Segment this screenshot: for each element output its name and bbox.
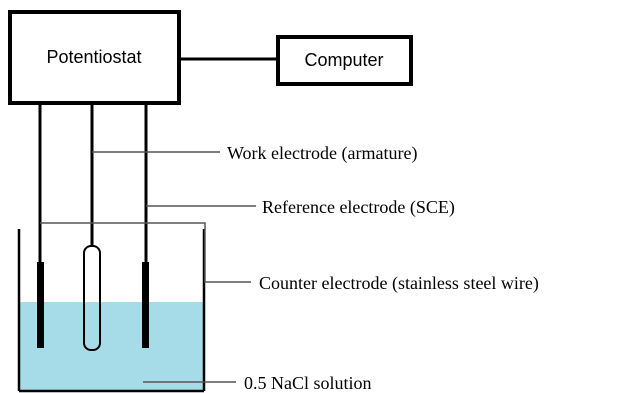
potentiostat-label: Potentiostat [46, 47, 141, 67]
counter-electrode-leader [40, 222, 251, 283]
computer-box: Computer [276, 35, 413, 86]
potentiostat-box: Potentiostat [8, 10, 181, 105]
beaker [17, 229, 206, 393]
reference-electrode [142, 262, 149, 348]
nacl-solution [19, 302, 204, 391]
computer-label: Computer [304, 50, 383, 70]
electrode-wires [38, 103, 148, 262]
counter-electrode-label: Counter electrode (stainless steel wire) [259, 273, 539, 294]
work-electrode-label: Work electrode (armature) [227, 143, 417, 164]
solution-label: 0.5 NaCl solution [244, 373, 372, 393]
work-electrode [83, 245, 101, 351]
reference-electrode-label: Reference electrode (SCE) [262, 197, 455, 218]
leader-lines [40, 151, 256, 383]
counter-electrode-left [37, 262, 44, 348]
